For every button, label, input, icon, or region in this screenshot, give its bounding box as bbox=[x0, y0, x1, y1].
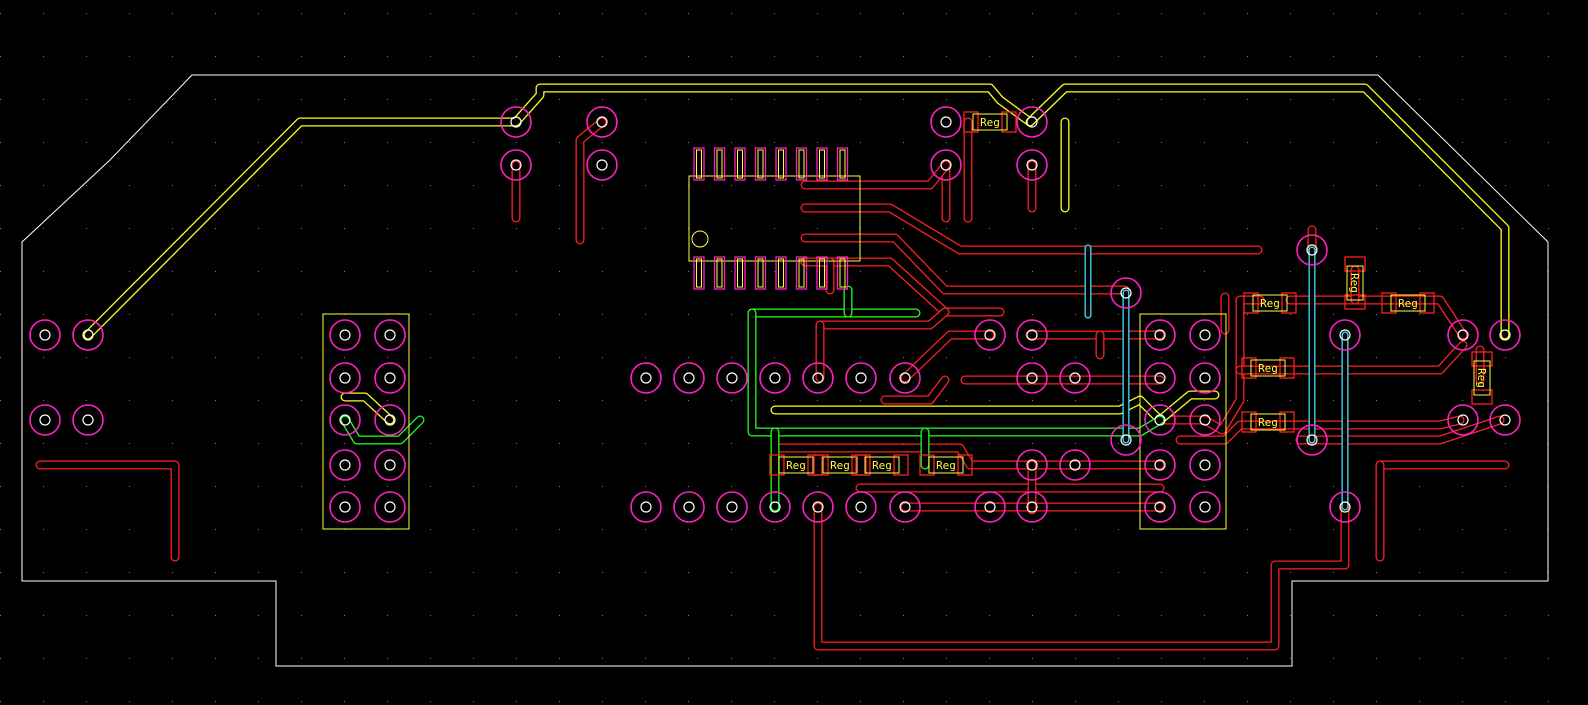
ic-body-outline bbox=[688, 175, 861, 262]
reg-component[interactable]: Reg bbox=[1241, 411, 1295, 433]
reg-component[interactable]: Reg bbox=[1344, 256, 1366, 310]
board-outline bbox=[21, 74, 1549, 667]
reg-component[interactable]: Reg bbox=[855, 454, 909, 476]
reg-component[interactable]: Reg bbox=[1243, 292, 1297, 314]
connector-left-outline bbox=[322, 313, 410, 530]
reg-component[interactable]: Reg bbox=[963, 111, 1017, 133]
reg-component[interactable]: Reg bbox=[1381, 292, 1435, 314]
reg-component[interactable]: Reg bbox=[919, 454, 973, 476]
reg-label: Reg bbox=[786, 459, 806, 472]
bottom-copper-traces bbox=[83, 83, 1510, 425]
reg-component[interactable]: Reg bbox=[1241, 357, 1295, 379]
reg-component[interactable]: Reg bbox=[813, 454, 867, 476]
reg-label: Reg bbox=[1260, 297, 1280, 310]
reg-label: Reg bbox=[1258, 362, 1278, 375]
reg-label: Reg bbox=[872, 459, 892, 472]
reg-label: Reg bbox=[1475, 368, 1488, 388]
inner-green-traces bbox=[340, 285, 1165, 512]
reg-component[interactable]: Reg bbox=[1471, 351, 1493, 405]
inner-cyan-traces bbox=[1084, 244, 1349, 511]
ic-footprint-u1[interactable] bbox=[688, 147, 861, 290]
reg-label: Reg bbox=[936, 459, 956, 472]
connector-right-outline bbox=[1139, 313, 1227, 530]
reg-label: Reg bbox=[830, 459, 850, 472]
top-copper-traces bbox=[35, 117, 1510, 651]
ic-smd-pads bbox=[693, 147, 849, 290]
reg-label: Reg bbox=[980, 116, 1000, 129]
through-hole-pads bbox=[29, 106, 1521, 523]
circle-dot-icon bbox=[691, 230, 709, 248]
reg-label: Reg bbox=[1398, 297, 1418, 310]
reg-label: Reg bbox=[1258, 416, 1278, 429]
reg-label: Reg bbox=[1348, 273, 1361, 293]
